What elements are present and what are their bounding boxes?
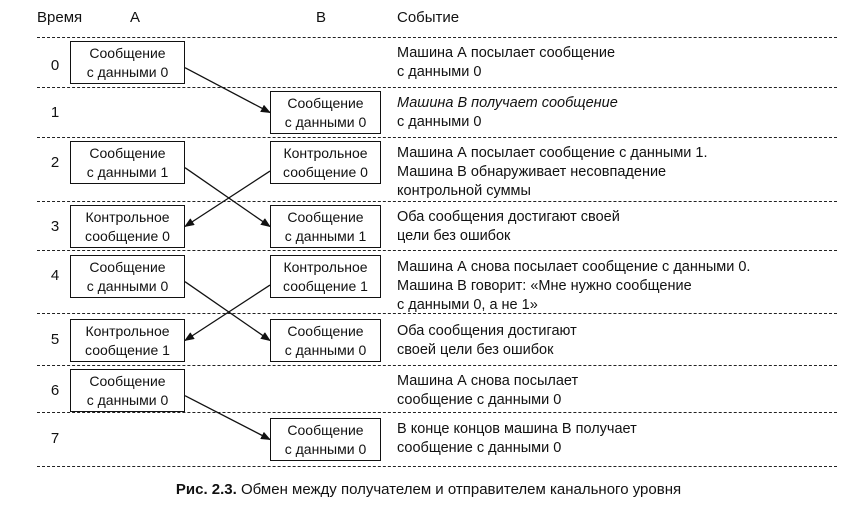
box-line: Сообщение: [287, 323, 364, 339]
event-4: Машина А снова посылает сообщение с данн…: [397, 258, 837, 315]
box-line: Сообщение: [287, 95, 364, 111]
ack-box-b: Контрольное сообщение 1: [270, 255, 381, 298]
event-line: Машина А посылает сообщение: [397, 45, 616, 61]
box-line: с данными 0: [86, 278, 169, 294]
event-line: Машина А снова посылает сообщение с данн…: [397, 259, 751, 275]
message-box-b: Сообщение с данными 1: [270, 205, 381, 248]
message-box-a: Сообщение с данными 0: [70, 369, 185, 412]
time-3: 3: [50, 218, 60, 235]
box-line: сообщение 1: [283, 278, 368, 294]
box-line: сообщение 0: [85, 228, 170, 244]
event-line: сообщение с данными 0: [397, 440, 562, 456]
event-line: Оба сообщения достигают: [397, 323, 577, 339]
box-line: с данными 0: [284, 114, 367, 130]
header-time: Время: [37, 9, 83, 26]
row-separator: [37, 201, 837, 202]
box-line: Сообщение: [89, 373, 166, 389]
event-line: контрольной суммы: [397, 183, 531, 199]
box-line: Контрольное: [283, 145, 368, 161]
box-line: Контрольное: [85, 209, 170, 225]
box-line: сообщение 0: [283, 164, 368, 180]
event-line: цели без ошибок: [397, 228, 511, 244]
header-machine-a: A: [130, 9, 141, 26]
box-line: сообщение 1: [85, 342, 170, 358]
box-line: Контрольное: [85, 323, 170, 339]
time-1: 1: [50, 104, 60, 121]
event-6: Машина А снова посылает сообщение с данн…: [397, 372, 837, 410]
ack-box-a: Контрольное сообщение 0: [70, 205, 185, 248]
ack-box-b: Контрольное сообщение 0: [270, 141, 381, 184]
header-machine-b: B: [316, 9, 327, 26]
time-4: 4: [50, 267, 60, 284]
time-7: 7: [50, 430, 60, 447]
event-5: Оба сообщения достигают своей цели без о…: [397, 322, 837, 360]
message-arrow-a-to-b: [184, 281, 271, 342]
box-line: с данными 0: [284, 342, 367, 358]
box-line: Сообщение: [287, 209, 364, 225]
event-line: Машина А посылает сообщение с данными 1.: [397, 145, 708, 161]
box-line: Контрольное: [283, 259, 368, 275]
message-box-a: Сообщение с данными 0: [70, 255, 185, 298]
message-arrow-b-to-a: [184, 284, 271, 342]
row-separator: [37, 412, 837, 413]
message-arrow-a-to-b: [184, 395, 271, 441]
time-5: 5: [50, 331, 60, 348]
event-line: Машина В говорит: «Мне нужно сообщение: [397, 278, 692, 294]
event-line: сообщение с данными 0: [397, 392, 562, 408]
time-6: 6: [50, 382, 60, 399]
box-line: Сообщение: [89, 145, 166, 161]
box-line: с данными 1: [86, 164, 169, 180]
row-separator: [37, 466, 837, 467]
caption-text: Обмен между получателем и отправителем к…: [240, 481, 682, 498]
message-arrow-b-to-a: [184, 170, 271, 228]
message-box-b: Сообщение с данными 0: [270, 418, 381, 461]
ack-box-a: Контрольное сообщение 1: [70, 319, 185, 362]
row-separator: [37, 365, 837, 366]
message-box-b: Сообщение с данными 0: [270, 319, 381, 362]
box-line: с данными 0: [284, 441, 367, 457]
caption-label: Рис. 2.3.: [175, 481, 237, 498]
event-line: Оба сообщения достигают своей: [397, 209, 620, 225]
message-box-a: Сообщение с данными 0: [70, 41, 185, 84]
event-3: Оба сообщения достигают своей цели без о…: [397, 208, 837, 246]
event-line: с данными 0: [397, 64, 482, 80]
time-0: 0: [50, 57, 60, 74]
row-separator: [37, 37, 837, 38]
message-box-b: Сообщение с данными 0: [270, 91, 381, 134]
row-separator: [37, 250, 837, 251]
event-2: Машина А посылает сообщение с данными 1.…: [397, 144, 837, 201]
event-0: Машина А посылает сообщение с данными 0: [397, 44, 837, 82]
box-line: с данными 1: [284, 228, 367, 244]
box-line: с данными 0: [86, 64, 169, 80]
row-separator: [37, 137, 837, 138]
event-line: Машина А снова посылает: [397, 373, 579, 389]
message-arrow-a-to-b: [184, 67, 271, 114]
box-line: Сообщение: [89, 259, 166, 275]
box-line: Сообщение: [287, 422, 364, 438]
message-box-a: Сообщение с данными 1: [70, 141, 185, 184]
box-line: с данными 0: [86, 392, 169, 408]
time-2: 2: [50, 154, 60, 171]
event-line: с данными 0, а не 1»: [397, 297, 538, 313]
event-7: В конце концов машина В получает сообщен…: [397, 420, 837, 458]
event-line: Машина В получает сообщение: [397, 95, 618, 111]
row-separator: [37, 313, 837, 314]
event-line: В конце концов машина В получает: [397, 421, 637, 437]
event-line: с данными 0: [397, 114, 482, 130]
row-separator: [37, 87, 837, 88]
header-event: Событие: [397, 9, 460, 26]
event-line: своей цели без ошибок: [397, 342, 554, 358]
event-line: Машина В обнаруживает несовпадение: [397, 164, 667, 180]
event-1: Машина В получает сообщение с данными 0: [397, 94, 837, 132]
box-line: Сообщение: [89, 45, 166, 61]
figure-caption: Рис. 2.3. Обмен между получателем и отпр…: [0, 481, 857, 499]
message-arrow-a-to-b: [184, 167, 271, 228]
